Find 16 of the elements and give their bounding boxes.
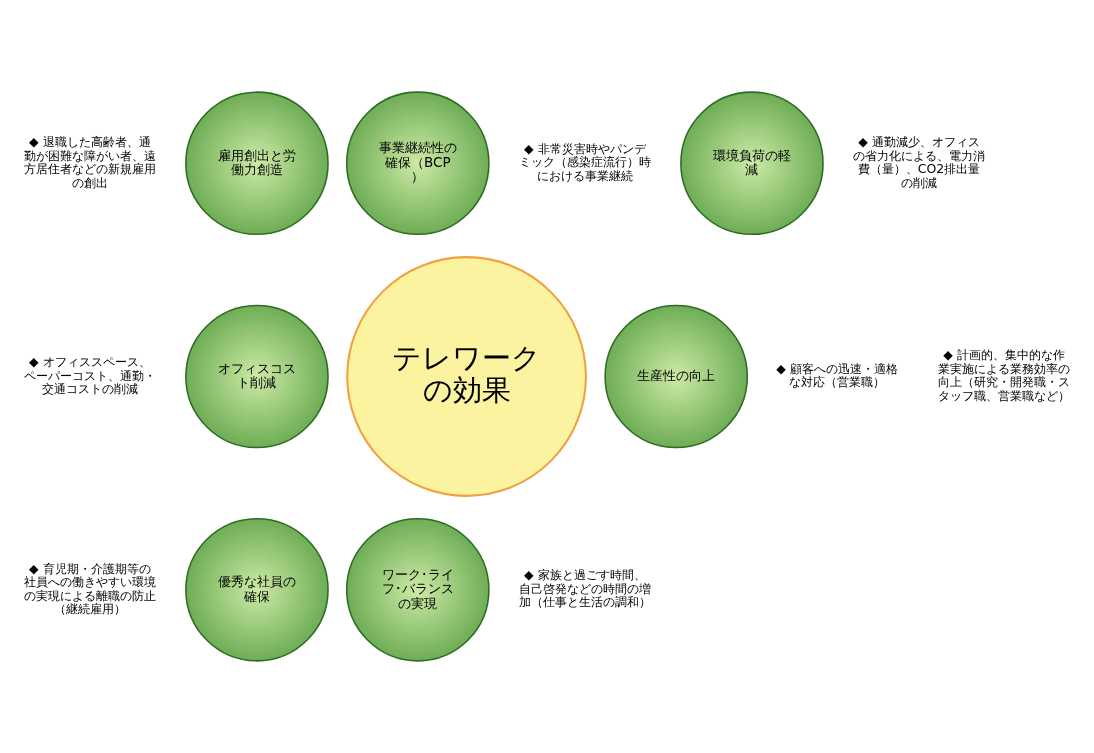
node-label: ◆ 通勤減少、オフィスの省力化による、電力消費（量）、CO2排出量の削減 [853,134,986,190]
node-circle: ワーク･ライフ･バランスの実現 [345,517,490,662]
node-circle: 環境負荷の軽減 [680,91,824,236]
node-circle: オフィスコスト削減 [185,304,329,449]
node-label: ◆ オフィススペース、ペーパーコスト、通勤・交通コストの削減 [23,354,156,397]
node-label: ◆ 計画的、集中的な作業実施による業務効率の向上（研究・開発職・スタッフ職、営業職など） [938,347,1071,403]
node-label: ◆ 家族と過ごす時間、自己啓発などの時間の増加（仕事と生活の調和） [518,567,651,610]
node-label: ◆ 退職した高齢者、通勤が困難な障がい者、遠方居住者などの新規雇用の創出 [23,134,156,190]
node-label: ◆ 育児期・介護期等の社員への働きやすい環境の実現による離職の防止（継続雇用） [23,560,156,617]
node-circle: 雇用創出と労働力創造 [185,91,329,236]
node-label: ◆ 非常災害時やパンデミック（感染症流行）時における事業継続 [518,140,651,183]
node-circle: テレワークの効果 [346,256,587,497]
node-label: ◆ 顧客への迅速・適格な対応（営業職） [776,360,898,390]
node-circle: 事業継続性の確保（BCP） [345,91,490,236]
node-circle: 優秀な社員の確保 [185,517,329,662]
node-circle: 生産性の向上 [604,304,749,449]
